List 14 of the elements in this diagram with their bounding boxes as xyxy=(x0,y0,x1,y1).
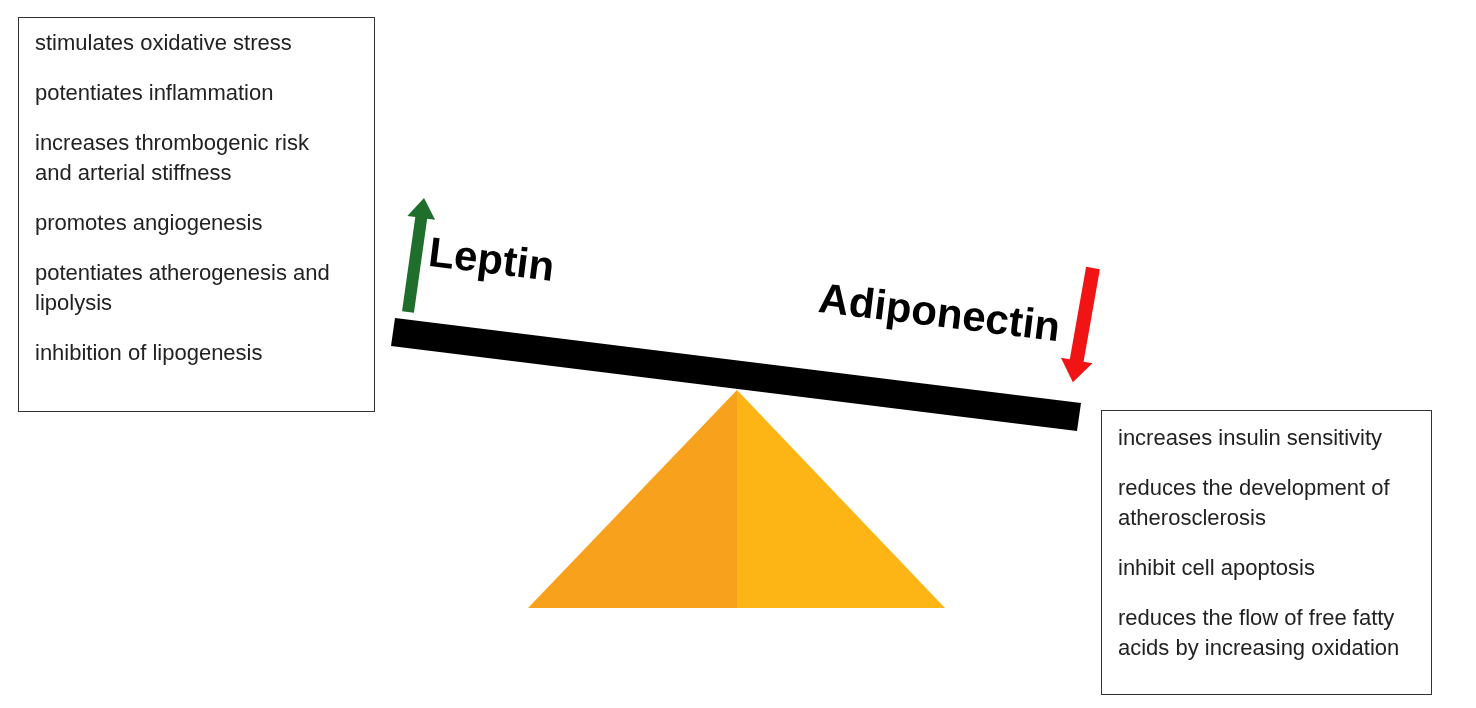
text-box xyxy=(18,17,375,412)
effect-text: increases thrombogenic risk and arterial stiffness xyxy=(35,129,310,187)
effect-text: reduces the flow of free fatty acids by increasing oxidation xyxy=(1118,604,1401,662)
effect-text: inhibit cell apoptosis xyxy=(1118,554,1316,582)
effect-text: potentiates atherogenesis and lipolysis xyxy=(35,259,331,317)
effect-text: promotes angiogenesis xyxy=(35,209,264,237)
effect-text: increases insulin sensitivity xyxy=(1118,424,1384,452)
effect-text: potentiates inflammation xyxy=(35,79,275,107)
hormone-label: Leptin xyxy=(426,228,558,291)
effect-text: inhibition of lipogenesis xyxy=(35,339,264,367)
text-box xyxy=(1101,410,1432,695)
effect-text: stimulates oxidative stress xyxy=(35,29,293,57)
hormone-label: Adiponectin xyxy=(816,274,1063,352)
effect-text: reduces the development of atherosclerosis xyxy=(1118,474,1391,532)
